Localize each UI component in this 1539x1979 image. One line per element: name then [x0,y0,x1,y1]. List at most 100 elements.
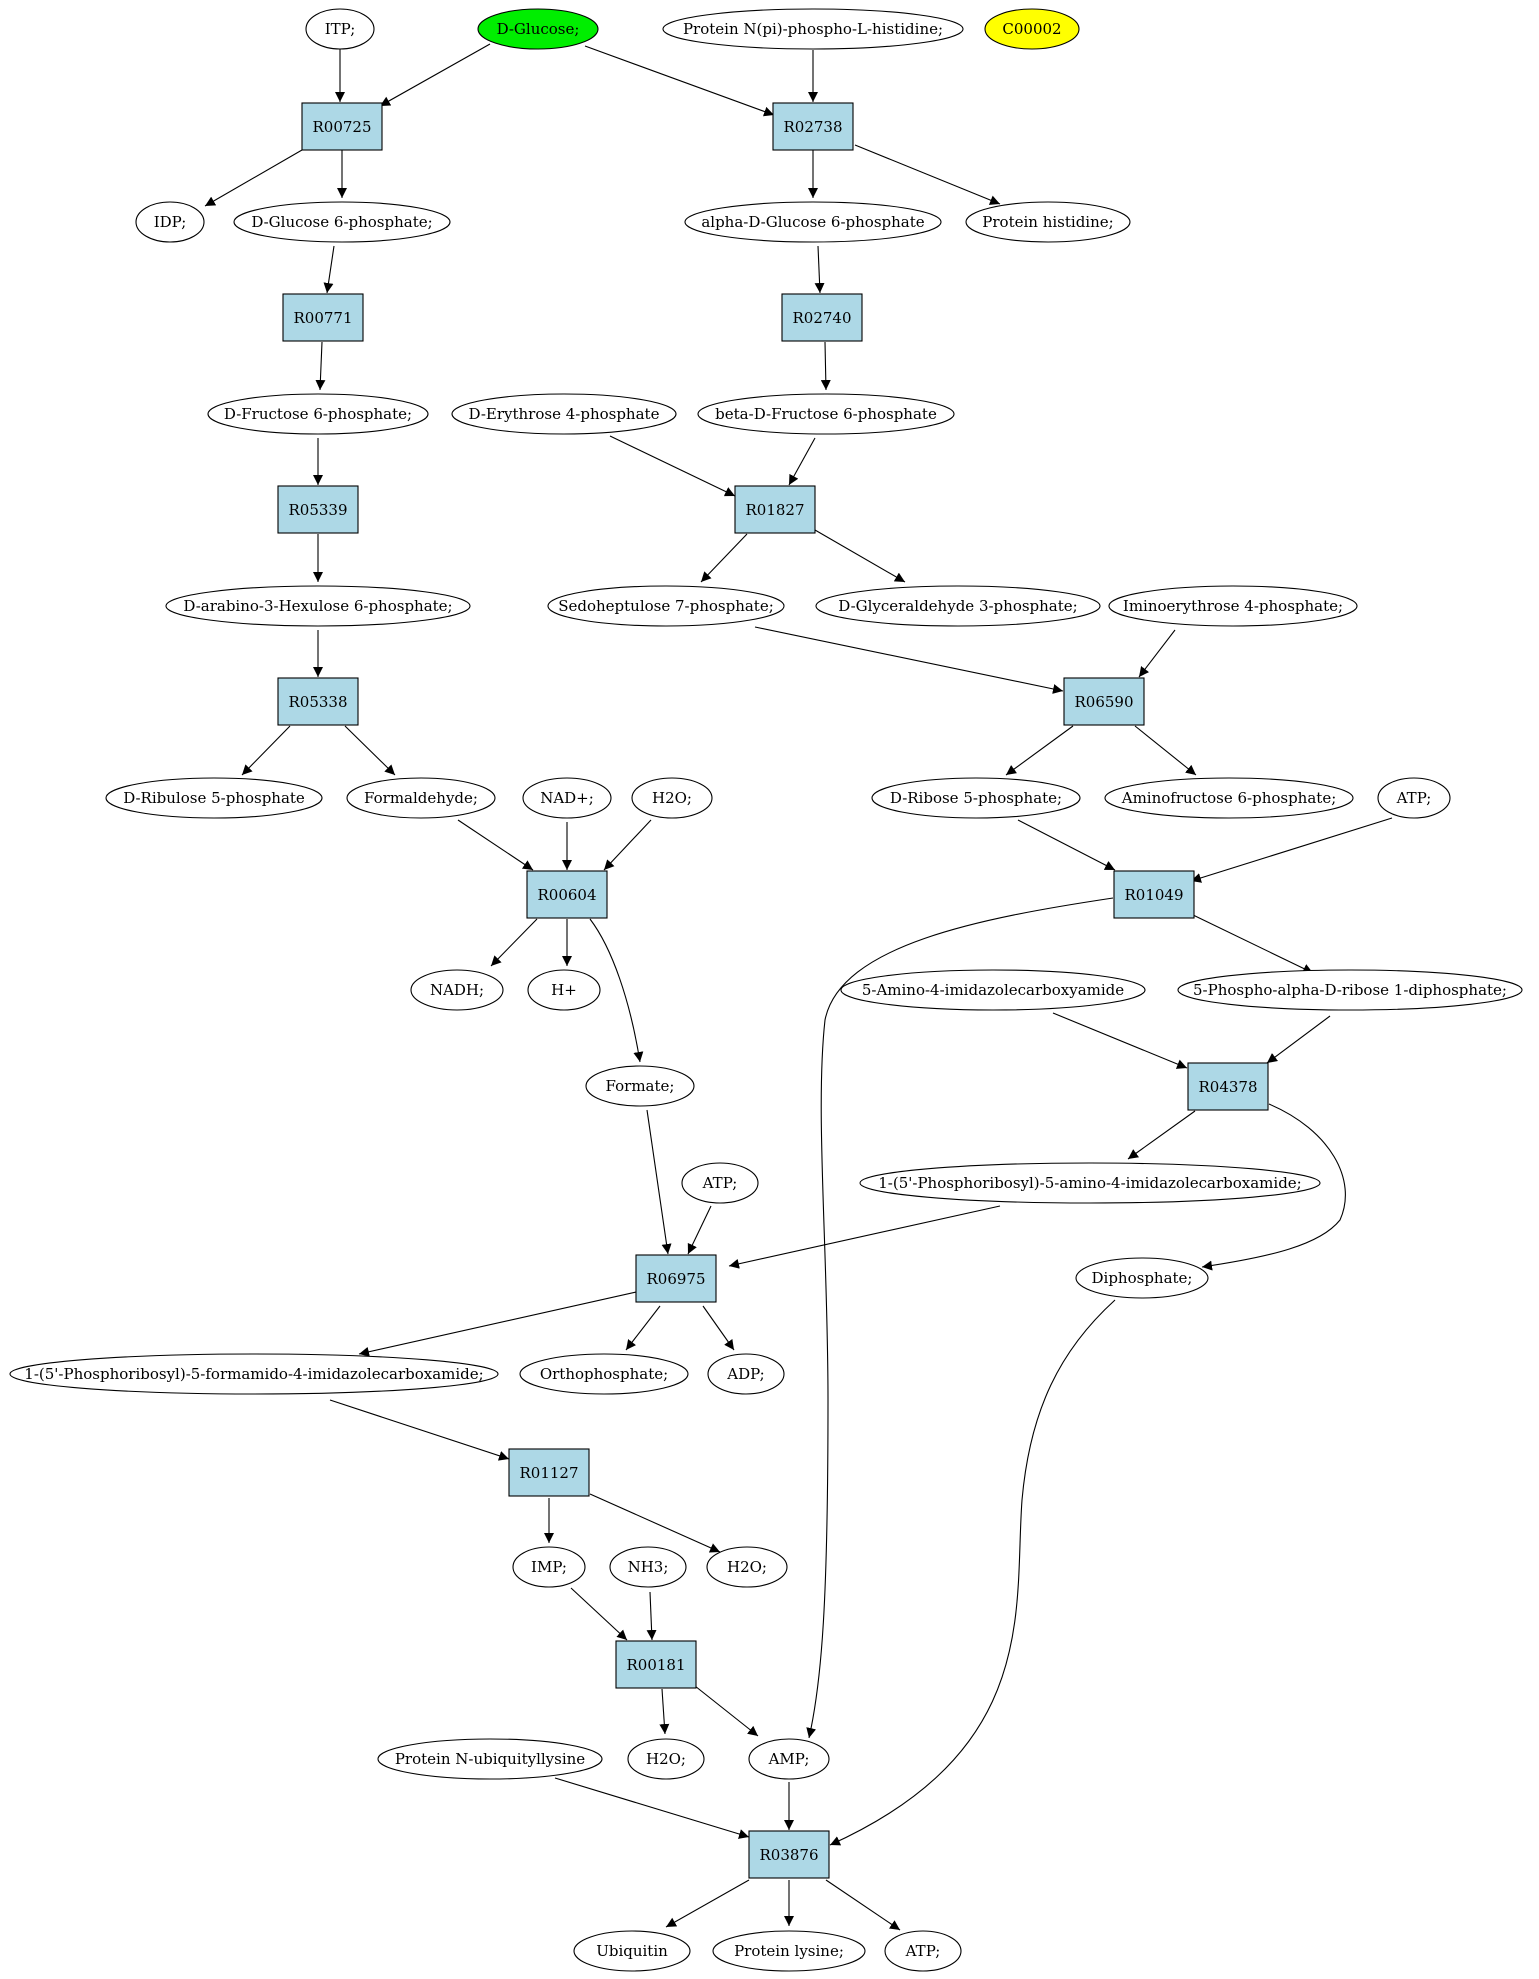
reaction-r01827[interactable]: R01827 [734,485,816,534]
compound-h-plus-shape [527,969,601,1011]
compound-h2o-b-shape [706,1546,788,1588]
compound-h2o-a[interactable]: H2O; [631,777,713,819]
compound-sedoheptulose-7-phosphate-shape [547,585,785,627]
compound-h2o-c-label: H2O; [646,1750,686,1768]
compound-formate[interactable]: Formate; [585,1065,695,1107]
compound-atp-c-label: ATP; [905,1942,941,1960]
compound-atp-a[interactable]: ATP; [1377,777,1451,819]
compound-h2o-a-label: H2O; [652,789,692,807]
compound-sedoheptulose-7-phosphate[interactable]: Sedoheptulose 7-phosphate; [547,585,785,627]
compound-d-glucose-label: D-Glucose; [497,20,580,38]
compound-d-glyceraldehyde-3-phosphate[interactable]: D-Glyceraldehyde 3-phosphate; [815,585,1101,627]
compound-nadh-label: NADH; [430,981,484,999]
compound-atp-a-label: ATP; [1396,789,1432,807]
reaction-r06975[interactable]: R06975 [635,1254,717,1303]
compound-d-arabino-3-hexulose-6-phosphate[interactable]: D-arabino-3-Hexulose 6-phosphate; [165,585,471,627]
reaction-r03876[interactable]: R03876 [748,1830,830,1879]
reaction-r04378[interactable]: R04378 [1187,1062,1269,1111]
edge-phosphoribosyl-amino-imidazolecarboxamide-to-r06975 [728,1205,1001,1269]
compound-atp-b-shape [681,1162,759,1204]
compound-imp-shape [512,1546,586,1588]
compound-d-glucose-6-phosphate[interactable]: D-Glucose 6-phosphate; [233,201,451,243]
edge-r01049-to-phospho-ribose-diphosphate [1190,913,1314,974]
edge-d-glucose-6-phosphate-to-r00771 [323,245,335,294]
compound-diphosphate-shape [1075,1257,1209,1299]
compound-h2o-c[interactable]: H2O; [627,1738,705,1780]
compound-nad-plus[interactable]: NAD+; [522,777,612,819]
compound-nh3[interactable]: NH3; [609,1546,687,1588]
reaction-r00181-label: R00181 [626,1656,685,1674]
compound-alpha-d-glucose-6-phosphate[interactable]: alpha-D-Glucose 6-phosphate [684,201,942,243]
compound-iminoerythrose-4-phosphate[interactable]: Iminoerythrose 4-phosphate; [1108,585,1358,627]
edge-r05338-to-formaldehyde [344,725,396,776]
reaction-r01127[interactable]: R01127 [508,1448,590,1497]
edge-amino-imidazolecarboxyamide-to-r04378 [1052,1012,1188,1069]
edge-phospho-ribose-diphosphate-to-r04378 [1266,1015,1331,1064]
compound-diphosphate[interactable]: Diphosphate; [1075,1257,1209,1299]
reaction-r06590[interactable]: R06590 [1063,677,1145,726]
compound-beta-d-fructose-6-phosphate[interactable]: beta-D-Fructose 6-phosphate [697,393,955,435]
compound-c00002[interactable]: C00002 [984,8,1080,50]
compound-ubiquitin[interactable]: Ubiquitin [573,1930,691,1972]
compound-d-ribulose-5-phosphate[interactable]: D-Ribulose 5-phosphate [105,777,323,819]
reaction-r00181[interactable]: R00181 [615,1640,697,1689]
edge-r06590-to-d-ribose-5-phosphate [1005,725,1074,776]
reaction-r02738[interactable]: R02738 [772,102,854,151]
reaction-r05339[interactable]: R05339 [277,485,359,534]
edge-diphosphate-to-r03876 [829,1299,1116,1846]
compound-protein-histidine-shape [965,201,1131,243]
compound-formaldehyde[interactable]: Formaldehyde; [346,777,496,819]
compound-aminofructose-6-phosphate[interactable]: Aminofructose 6-phosphate; [1104,777,1354,819]
edge-r01827-to-d-glyceraldehyde-3-phosphate [814,529,906,583]
compound-idp[interactable]: IDP; [135,201,205,243]
compound-phospho-ribose-diphosphate[interactable]: 5-Phospho-alpha-D-ribose 1-diphosphate; [1177,969,1523,1011]
compound-atp-c-shape [884,1930,962,1972]
compound-protein-npi-phospho-histidine[interactable]: Protein N(pi)-phospho-L-histidine; [662,8,964,50]
compound-h2o-a-shape [631,777,713,819]
compound-protein-n-ubiquityllysine[interactable]: Protein N-ubiquityllysine [377,1738,603,1780]
reaction-r00604[interactable]: R00604 [526,870,608,919]
compound-d-ribose-5-phosphate[interactable]: D-Ribose 5-phosphate; [871,777,1081,819]
compound-itp[interactable]: ITP; [305,8,375,50]
compound-phosphoribosyl-formamido-imidazolecarboxamide[interactable]: 1-(5'-Phosphoribosyl)-5-formamido-4-imid… [9,1353,499,1395]
reaction-r05338[interactable]: R05338 [277,677,359,726]
compound-amino-imidazolecarboxyamide[interactable]: 5-Amino-4-imidazolecarboxyamide [840,969,1146,1011]
compound-imp[interactable]: IMP; [512,1546,586,1588]
compound-atp-c[interactable]: ATP; [884,1930,962,1972]
edge-d-glucose-to-r00725 [379,43,491,107]
compound-phosphoribosyl-amino-imidazolecarboxamide[interactable]: 1-(5'-Phosphoribosyl)-5-amino-4-imidazol… [859,1162,1321,1204]
reaction-r04378-label: R04378 [1198,1078,1257,1096]
reaction-r00725[interactable]: R00725 [301,102,383,151]
edge-iminoerythrose-4-phosphate-to-r06590 [1138,629,1176,678]
compound-d-ribulose-5-phosphate-shape [105,777,323,819]
compound-amp[interactable]: AMP; [748,1738,830,1780]
edge-h2o-a-to-r00604 [603,819,652,871]
compound-amp-shape [748,1738,830,1780]
compound-adp[interactable]: ADP; [707,1353,785,1395]
reaction-r05338-box [277,677,359,726]
edges [204,43,1393,1931]
reaction-r06590-box [1063,677,1145,726]
edge-d-glucose-to-r02738 [584,45,775,117]
edge-phosphoribosyl-formamido-imidazolecarboxamide-to-r01127 [329,1399,510,1461]
compound-protein-npi-phospho-histidine-label: Protein N(pi)-phospho-L-histidine; [683,20,943,38]
reaction-r01827-label: R01827 [745,501,804,519]
compound-d-glucose[interactable]: D-Glucose; [477,8,599,50]
compound-d-glucose-6-phosphate-shape [233,201,451,243]
compound-protein-lysine[interactable]: Protein lysine; [712,1930,866,1972]
compound-orthophosphate[interactable]: Orthophosphate; [519,1353,689,1395]
compound-nadh[interactable]: NADH; [410,969,504,1011]
compound-h-plus[interactable]: H+ [527,969,601,1011]
compound-atp-b[interactable]: ATP; [681,1162,759,1204]
reaction-r01049[interactable]: R01049 [1113,870,1195,919]
compound-h2o-b[interactable]: H2O; [706,1546,788,1588]
reaction-r00725-box [301,102,383,151]
compound-d-fructose-6-phosphate[interactable]: D-Fructose 6-phosphate; [207,393,429,435]
reaction-r00771[interactable]: R00771 [282,293,364,342]
compound-d-erythrose-4-phosphate[interactable]: D-Erythrose 4-phosphate [451,393,677,435]
compound-phospho-ribose-diphosphate-label: 5-Phospho-alpha-D-ribose 1-diphosphate; [1193,981,1507,999]
compound-protein-npi-phospho-histidine-shape [662,8,964,50]
compound-c00002-label: C00002 [1002,20,1061,38]
reaction-r02740[interactable]: R02740 [781,293,863,342]
compound-protein-histidine[interactable]: Protein histidine; [965,201,1131,243]
